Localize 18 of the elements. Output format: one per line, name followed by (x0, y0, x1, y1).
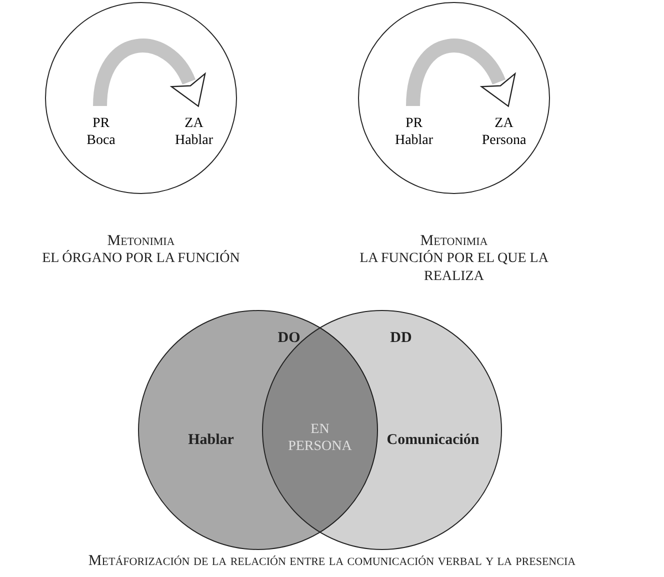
caption-text: LA FUNCIÓN POR EL QUE LA REALIZA (358, 250, 550, 286)
role-label: ZA (494, 115, 514, 132)
region-label: DD (389, 330, 413, 347)
term-label: Boca (86, 132, 116, 149)
term-label: Comunicación (386, 432, 480, 449)
role-label: ZA (184, 115, 204, 132)
role-label: PR (91, 115, 111, 132)
term-label: Hablar (394, 132, 434, 149)
term-label: Hablar (174, 132, 214, 149)
term-label: Hablar (187, 432, 235, 449)
term-label: Persona (480, 132, 528, 149)
figure-caption: Metáforización de la relación entre la comunicación verbal y la presencia (87, 553, 577, 570)
caption-text: EL ÓRGANO POR LA FUNCIÓN (41, 250, 241, 268)
region-label: DO (276, 330, 302, 347)
role-label: PR (404, 115, 424, 132)
overlap-label: EN PERSONA (287, 421, 353, 455)
caption-text: Metonimia (106, 232, 176, 250)
caption-text: Metonimia (419, 232, 489, 250)
